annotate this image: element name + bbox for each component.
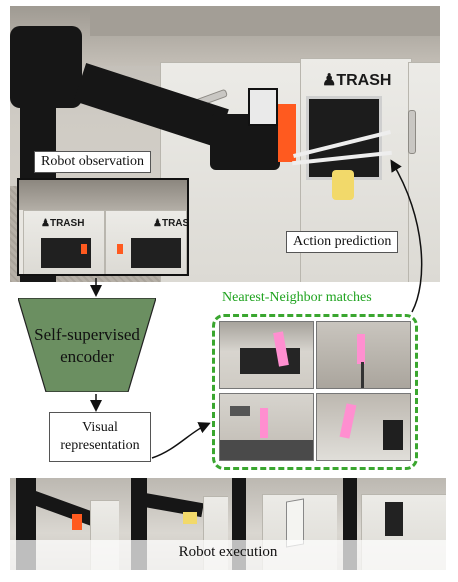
- nn-matches-title: Nearest-Neighbor matches: [222, 290, 372, 305]
- observation-inset: ♟TRASH ♟TRAS: [17, 178, 189, 276]
- nn-match-tile-4: [316, 393, 411, 461]
- cabinet-right: [408, 62, 440, 282]
- robot-execution-label: Robot execution: [178, 544, 278, 560]
- grasped-object: [183, 512, 197, 524]
- inset-countertop: [19, 180, 187, 210]
- backsplash: [90, 6, 440, 36]
- arrow-representation-to-matches: [151, 422, 211, 459]
- inset-gripper: [81, 244, 87, 254]
- encoder-trapezoid: [18, 298, 156, 392]
- nn-match-tile-1: [219, 321, 314, 389]
- inset-trash-opening-right: [131, 238, 181, 268]
- cabinet-handle: [408, 110, 416, 154]
- pink-arrow-marker: [260, 408, 268, 438]
- tile-gripper: [361, 362, 364, 388]
- robot-tag: [248, 88, 278, 126]
- action-prediction-label: Action prediction: [286, 231, 399, 253]
- visual-representation-box: Visual representation: [49, 412, 151, 462]
- visual-label-line2: representation: [60, 438, 140, 453]
- robot-gripper-bracket: [278, 104, 296, 162]
- person-icon: ♟: [41, 218, 50, 229]
- inset-trash-sign-left: ♟TRASH: [41, 218, 85, 229]
- nn-matches-box: [212, 314, 418, 470]
- pink-arrow-marker: [339, 403, 357, 439]
- trash-sign: ♟TRASH: [322, 72, 392, 89]
- execution-caption-bar: [10, 540, 446, 570]
- person-icon: ♟: [322, 72, 337, 89]
- nn-match-tile-2: [316, 321, 411, 389]
- grasped-object: [332, 170, 354, 200]
- inset-gripper: [117, 244, 123, 254]
- tile-trash-opening: [383, 420, 403, 450]
- robot-observation-label: Robot observation: [34, 151, 152, 173]
- tile-trash-opening: [240, 348, 300, 374]
- tile-outlet: [230, 406, 250, 416]
- pink-arrow-marker: [357, 334, 365, 364]
- self-supervised-encoder: Self-supervised encoder: [18, 298, 156, 392]
- person-icon: ♟: [153, 218, 162, 229]
- encoder-label-line2: encoder: [60, 347, 114, 366]
- tile-counter: [220, 440, 313, 460]
- nn-match-tile-3: [219, 393, 314, 461]
- trash-opening: [385, 502, 403, 536]
- encoder-label-line1: Self-supervised: [34, 325, 140, 344]
- robot-gripper: [72, 514, 82, 530]
- visual-label-line1: Visual: [82, 420, 118, 435]
- robot-scene-photo: ♟TRASH ♟TRASH ♟TRAS: [10, 6, 440, 282]
- inset-trash-sign-right: ♟TRAS: [153, 218, 189, 229]
